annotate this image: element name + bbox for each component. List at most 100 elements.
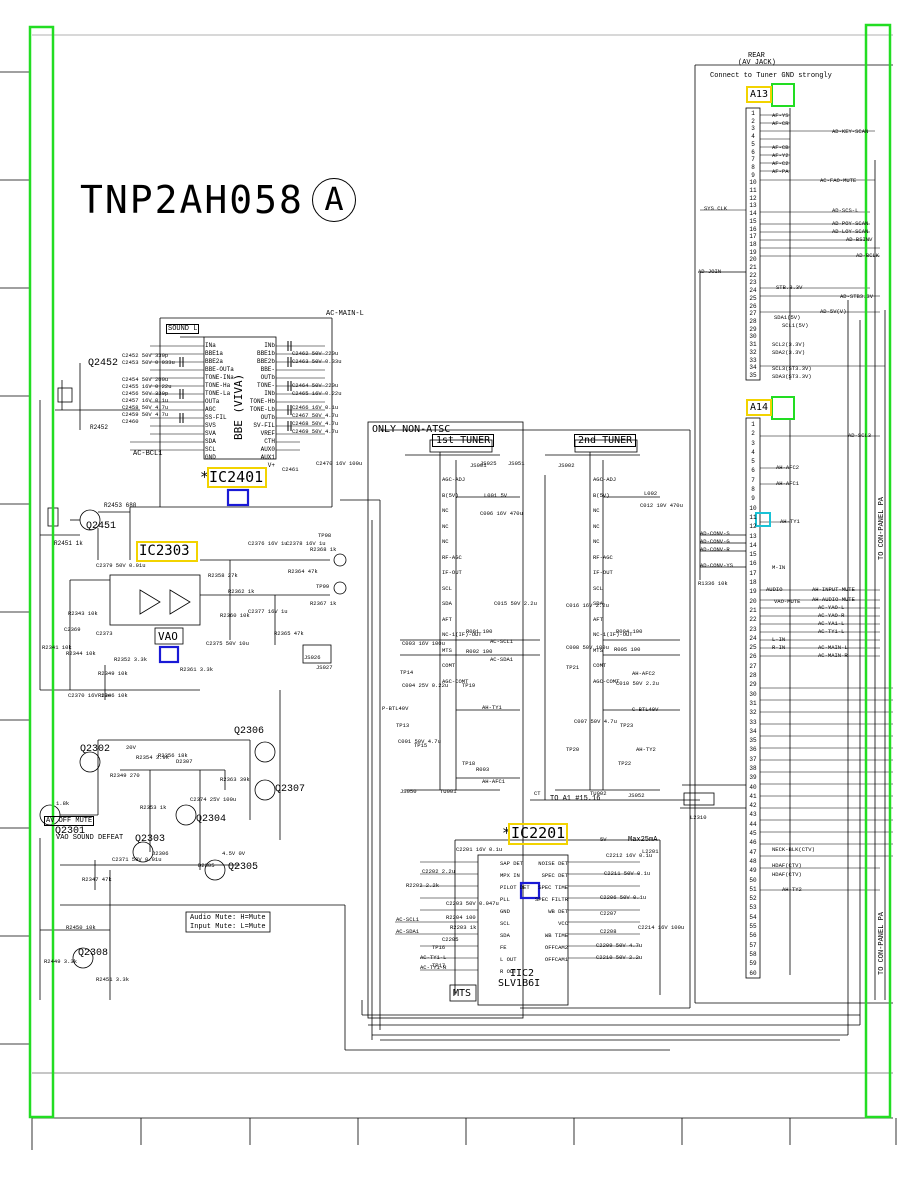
ic2201-comp: R2203 1k bbox=[450, 924, 477, 931]
pin: FE bbox=[500, 944, 507, 951]
pin: BBE-OUTb bbox=[260, 366, 275, 381]
connector-pin-number: 28 bbox=[749, 672, 757, 680]
to-con-panel-label: TO CON-PANEL PA bbox=[878, 496, 886, 560]
connector-pin-number: 32 bbox=[749, 709, 757, 717]
vao-r2341: R2341 10k bbox=[42, 644, 72, 651]
tuner-comp: JS050 bbox=[400, 788, 417, 795]
ic2401-pins-right: INb BBE1b BBE2b BBE-OUTb TONE-INb TONE-H… bbox=[248, 342, 275, 470]
pin: NOISE DET bbox=[538, 860, 568, 867]
mute-d2306: D2306 bbox=[152, 850, 169, 857]
r2453-label: R2453 680 bbox=[104, 502, 137, 509]
tuner-pin: NC bbox=[593, 507, 600, 514]
pin: PLL bbox=[500, 896, 510, 903]
tuner-comp: AH-AFC2 bbox=[632, 670, 656, 677]
pin: TONE-Lb bbox=[249, 406, 275, 413]
connector-pin-number: 48 bbox=[749, 857, 757, 865]
mute-r2354: R2354 3.9k bbox=[136, 754, 170, 761]
tuner2-pins: AGC-ADJ B(5V) NC NC NC RF-AGC IF-OUT SCL… bbox=[593, 472, 633, 689]
pin: BBE1b bbox=[256, 350, 275, 357]
ic2303-function: VAO bbox=[158, 630, 178, 643]
pin: TONE-Ha bbox=[205, 382, 231, 389]
tuner-comp: JS052 bbox=[628, 792, 645, 799]
component-label: C2469 50V 4.7u bbox=[292, 428, 339, 435]
vao-js027: JS027 bbox=[316, 664, 333, 671]
mts-box-label: MTS bbox=[453, 988, 472, 999]
a13-signal: AD-STB3.3V bbox=[840, 293, 874, 300]
board-variant: A bbox=[312, 178, 356, 222]
a13-signal: AF-YS bbox=[772, 112, 789, 119]
connector-pin-number: 8 bbox=[751, 163, 755, 171]
transistor-q2304: Q2304 bbox=[196, 814, 227, 825]
ic2401-marker-blue bbox=[226, 488, 250, 507]
ic2201-marker-blue bbox=[519, 881, 541, 900]
mute-r2356: R2356 18k bbox=[158, 752, 188, 759]
tuner-comp: C004 25V 0.22u bbox=[402, 682, 449, 689]
connector-pin-number: 1 bbox=[751, 110, 755, 117]
component-label: C2456 50V 330p bbox=[122, 390, 169, 397]
ic2201-comp: C2211 50V 0.1u bbox=[604, 870, 651, 877]
connector-pin-number: 20 bbox=[749, 256, 757, 264]
mute-d2307: D2307 bbox=[176, 758, 193, 765]
vao-c2379: C2379 50V 0.01u bbox=[96, 562, 146, 569]
tuner-comp: TU001 bbox=[440, 788, 457, 795]
connector-pin-number: 35 bbox=[749, 737, 757, 745]
mute-1-8k: 1.8k bbox=[56, 800, 70, 807]
a14-signal: NECK-BLK(CTV) bbox=[772, 846, 815, 853]
tuner-pin: AGC-COMT bbox=[593, 677, 620, 685]
ic2303-marker-blue bbox=[158, 645, 180, 664]
vao-c2376: C2376 16V 1u bbox=[248, 540, 288, 547]
ic2201-comp: L2201 bbox=[642, 848, 659, 855]
tuner-comp: AC-SCL1 bbox=[490, 638, 514, 645]
pin: SPEC TIME bbox=[538, 884, 568, 891]
connector-pin-number: 1 bbox=[751, 421, 755, 428]
transistor-q2303: Q2303 bbox=[135, 834, 166, 845]
a13-label: A13 bbox=[746, 86, 773, 103]
ic2201-comp: C2207 bbox=[600, 910, 617, 917]
component-label: C2467 50V 4.7u bbox=[292, 412, 339, 419]
vao-r2346: R2346 10k bbox=[98, 692, 128, 699]
a13-signal: AD-5V(V) bbox=[820, 308, 847, 315]
input-mute-note: Input Mute: L=Mute bbox=[190, 923, 266, 931]
tuner-comp: L001 5V bbox=[484, 492, 508, 499]
transistor-q2305: Q2305 bbox=[228, 862, 259, 873]
connector-pin-number: 17 bbox=[749, 233, 757, 241]
a14-signal: M-IN bbox=[772, 564, 786, 571]
tuner-pin: SDA bbox=[442, 600, 452, 607]
connector-pin-number: 25 bbox=[749, 294, 757, 302]
mute-r2450: R2450 10k bbox=[66, 924, 96, 931]
connector-pin-number: 46 bbox=[749, 839, 757, 847]
rear-sub-label: (AV JACK) bbox=[738, 59, 776, 67]
connector-pin-number: 33 bbox=[749, 356, 757, 364]
connector-pin-number: 33 bbox=[749, 718, 757, 726]
connector-pin-number: 59 bbox=[749, 960, 757, 968]
vao-r2358: R2358 27k bbox=[208, 572, 238, 579]
ic2201-comp: R2202 2.2k bbox=[406, 882, 440, 889]
a14-signal: AC-YAO-L bbox=[818, 604, 845, 611]
connector-pin-number: 16 bbox=[749, 225, 757, 233]
ic2201-comp: C2210 50V 2.2u bbox=[596, 954, 643, 961]
pin: SCL bbox=[205, 446, 216, 453]
ic2201-comp: 5V bbox=[600, 836, 607, 843]
tuner-comp: TP19 bbox=[462, 682, 476, 689]
a13-signal: AD-LOY-SCAN bbox=[832, 228, 869, 235]
transistor-q2307: Q2307 bbox=[275, 784, 306, 795]
ic2201-comp: C2206 50V 0.1u bbox=[600, 894, 647, 901]
tuner-pin: NC bbox=[593, 522, 600, 530]
ic2201-label-highlight bbox=[508, 823, 568, 845]
connector-pin-number: 30 bbox=[749, 690, 757, 698]
a14-signal: AD-CONV-S bbox=[700, 530, 730, 537]
pin: L OUT bbox=[500, 956, 517, 963]
vao-c2378: C2378 16V 1u bbox=[286, 540, 326, 547]
connector-pin-number: 11 bbox=[749, 187, 757, 195]
pin: WB TIME bbox=[544, 932, 568, 939]
tuner-pin: NC bbox=[442, 507, 449, 514]
vao-js026: JS026 bbox=[304, 654, 321, 661]
connector-pin-number: 15 bbox=[749, 217, 757, 225]
connector-pin-number: 14 bbox=[749, 541, 757, 549]
vao-r2349: R2349 10k bbox=[98, 670, 128, 677]
connector-pin-number: 28 bbox=[749, 317, 757, 325]
pin: SPEC DET bbox=[541, 872, 568, 879]
connector-pin-number: 6 bbox=[751, 467, 755, 475]
a13-signal: AF-PA bbox=[772, 168, 789, 175]
component-label: C2453 50V 0.033u bbox=[122, 359, 175, 366]
